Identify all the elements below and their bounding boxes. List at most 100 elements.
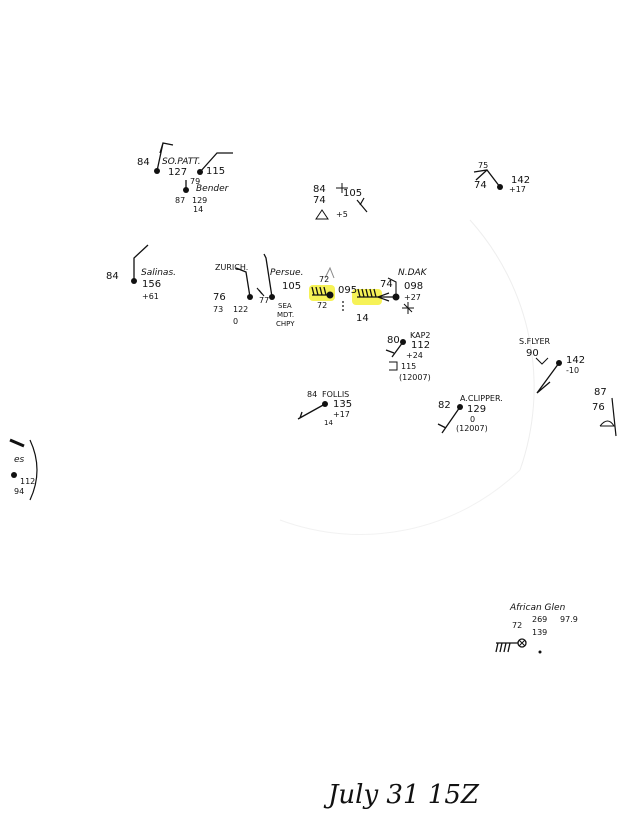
edge-scribble bbox=[9, 438, 25, 448]
station-value: 72 bbox=[319, 275, 330, 284]
station-value: 75 bbox=[478, 161, 489, 170]
station-east-edge-symbol bbox=[599, 397, 617, 437]
wind-barb bbox=[385, 341, 404, 358]
station-zurich-symbol bbox=[235, 267, 253, 300]
station-value: +24 bbox=[406, 351, 423, 360]
station-value: 156 bbox=[142, 279, 162, 290]
station-cross bbox=[518, 639, 526, 647]
wind-barb bbox=[356, 197, 368, 213]
station-value: 142 bbox=[511, 175, 531, 186]
wind-barb bbox=[156, 142, 174, 172]
wind-barb bbox=[437, 406, 461, 434]
weather-symbol bbox=[599, 420, 615, 427]
station-value: 14 bbox=[193, 205, 204, 214]
station-value: (12007) bbox=[399, 373, 431, 382]
station-dot bbox=[11, 472, 17, 478]
station-value: 90 bbox=[526, 348, 539, 359]
station-value: 94 bbox=[14, 487, 25, 496]
station-value: 129 bbox=[467, 404, 487, 415]
wind-barb bbox=[235, 267, 251, 298]
faint-arc-2 bbox=[279, 469, 521, 535]
station-value: -10 bbox=[566, 366, 580, 375]
wind-barb bbox=[357, 288, 396, 298]
station-value: 74 bbox=[380, 279, 393, 290]
station-unnamed-north-symbol bbox=[315, 183, 368, 220]
station-name: S.FLYER bbox=[519, 337, 551, 346]
weather-symbol bbox=[402, 302, 414, 314]
wind-barb bbox=[611, 397, 617, 437]
station-value: +5 bbox=[336, 210, 348, 219]
station-value: 135 bbox=[333, 399, 353, 410]
station-value: 095 bbox=[338, 285, 358, 296]
station-value: 129 bbox=[192, 196, 208, 205]
station-hl-west-symbol bbox=[311, 266, 344, 313]
station-value: (12007) bbox=[456, 424, 488, 433]
station-value: CHPY bbox=[276, 320, 295, 328]
station-value: 77 bbox=[259, 296, 270, 305]
station-value: 14 bbox=[324, 419, 333, 427]
station-value: 84 bbox=[307, 390, 318, 399]
edge-curve bbox=[29, 439, 38, 501]
station-salinas-symbol bbox=[131, 244, 149, 284]
station-value: 74 bbox=[313, 195, 326, 206]
wind-barb bbox=[297, 403, 326, 420]
station-value: 72 bbox=[317, 301, 328, 310]
station-value: 76 bbox=[592, 402, 605, 413]
station-n-dak-symbol bbox=[357, 277, 414, 314]
station-value: +17 bbox=[509, 185, 526, 194]
station-name: SO.PATT. bbox=[162, 157, 201, 167]
station-a-clipper-symbol bbox=[437, 404, 463, 434]
station-value: 73 bbox=[213, 305, 224, 314]
station-value: 87 bbox=[594, 387, 607, 398]
station-value: +61 bbox=[142, 292, 159, 301]
station-follis-symbol bbox=[297, 401, 328, 420]
wind-barb bbox=[311, 286, 330, 296]
station-value: 105 bbox=[282, 281, 302, 292]
station-value: 098 bbox=[404, 281, 424, 292]
station-name: ZURICH. bbox=[215, 263, 249, 272]
map-date-caption: July 31 15Z bbox=[328, 780, 479, 810]
station-name: N.DAK bbox=[398, 268, 427, 278]
station-value: MDT. bbox=[277, 311, 295, 319]
station-value: 72 bbox=[512, 621, 523, 630]
station-west-edge-symbol bbox=[9, 438, 38, 501]
station-northeast-symbol bbox=[473, 169, 503, 190]
station-value: 269 bbox=[532, 615, 548, 624]
station-value: 84 bbox=[106, 271, 119, 282]
station-value: 76 bbox=[213, 292, 226, 303]
station-value: 80 bbox=[387, 335, 400, 346]
station-name: Persue. bbox=[270, 268, 304, 278]
station-value: 139 bbox=[532, 628, 548, 637]
station-name: Salinas. bbox=[141, 268, 176, 278]
station-value: 79 bbox=[190, 177, 201, 186]
station-value: 84 bbox=[137, 157, 150, 168]
wind-barb bbox=[263, 253, 273, 298]
station-value: 84 bbox=[313, 184, 326, 195]
station-value: 115 bbox=[206, 166, 226, 177]
station-value: 112 bbox=[20, 477, 36, 486]
station-s-flyer-symbol bbox=[535, 357, 562, 394]
weather-symbol bbox=[535, 357, 549, 365]
station-value: 127 bbox=[168, 167, 188, 178]
dot bbox=[538, 650, 542, 654]
station-name: African Glen bbox=[510, 603, 566, 613]
station-name: KAP2 bbox=[410, 331, 431, 340]
weather-symbol bbox=[389, 361, 398, 371]
station-value: 87 bbox=[175, 196, 186, 205]
station-name: A.CLIPPER. bbox=[460, 394, 503, 403]
station-value: 142 bbox=[566, 355, 586, 366]
wind-barb bbox=[256, 287, 265, 297]
station-name: es bbox=[14, 455, 25, 465]
station-name: FOLLIS bbox=[322, 390, 350, 399]
station-kap2-symbol bbox=[385, 339, 406, 371]
station-value: 97.9 bbox=[560, 615, 578, 624]
station-value: 14 bbox=[356, 313, 369, 324]
station-value: +27 bbox=[404, 293, 421, 302]
wind-barb bbox=[536, 362, 560, 394]
station-value: 0 bbox=[470, 415, 476, 424]
station-value: 0 bbox=[233, 317, 239, 326]
faint-arc-1 bbox=[469, 219, 535, 471]
station-subname: Bender bbox=[196, 184, 229, 194]
